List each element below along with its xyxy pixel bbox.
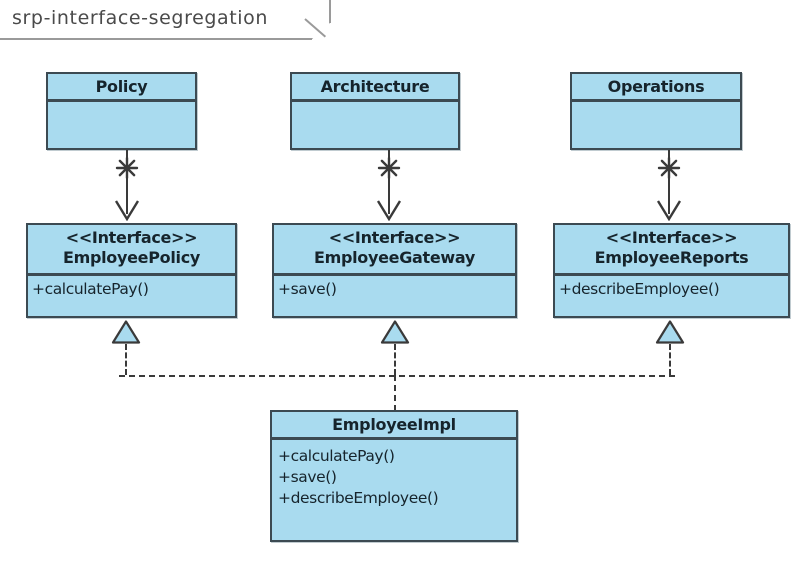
class-title-architecture: Architecture bbox=[292, 74, 458, 102]
method-employee-reports-0: +describeEmployee() bbox=[559, 280, 720, 298]
realization-triangle-employee-reports bbox=[655, 320, 685, 344]
stereotype-employee-reports: <<Interface>> bbox=[605, 228, 738, 247]
class-box-employee-reports[interactable]: <<Interface>> EmployeeReports +describeE… bbox=[553, 223, 790, 318]
method-employee-policy-0: +calculatePay() bbox=[32, 280, 149, 298]
method-employee-impl-0: +calculatePay() bbox=[278, 447, 395, 465]
dependency-line-operations bbox=[668, 150, 670, 214]
class-name-policy: Policy bbox=[95, 77, 148, 96]
realization-stub-employee-reports bbox=[669, 344, 671, 375]
class-name-employee-gateway: EmployeeGateway bbox=[313, 248, 476, 267]
class-box-employee-gateway[interactable]: <<Interface>> EmployeeGateway +save() bbox=[272, 223, 517, 318]
realization-stub-employee-gateway bbox=[394, 344, 396, 375]
realization-triangle-employee-policy bbox=[111, 320, 141, 344]
class-body-operations bbox=[572, 102, 740, 149]
realization-bus-line bbox=[119, 375, 675, 377]
tab-edge-right bbox=[329, 0, 331, 23]
method-employee-impl-2: +describeEmployee() bbox=[278, 489, 439, 507]
class-body-employee-impl: +calculatePay() +save() +describeEmploye… bbox=[272, 440, 516, 540]
method-employee-gateway-0: +save() bbox=[278, 280, 337, 298]
dependency-star-marker-architecture bbox=[376, 155, 402, 181]
class-body-policy bbox=[48, 102, 195, 149]
realization-stub-employee-policy bbox=[125, 344, 127, 375]
realization-triangle-employee-gateway bbox=[380, 320, 410, 344]
dependency-star-marker-policy bbox=[114, 155, 140, 181]
class-title-employee-policy: <<Interface>> EmployeePolicy bbox=[28, 225, 235, 276]
class-name-operations: Operations bbox=[607, 77, 705, 96]
class-box-operations[interactable]: Operations bbox=[570, 72, 742, 150]
tab-edge-bottom bbox=[0, 38, 312, 40]
class-body-employee-policy: +calculatePay() bbox=[28, 276, 235, 316]
class-box-employee-impl[interactable]: EmployeeImpl +calculatePay() +save() +de… bbox=[270, 410, 518, 542]
class-name-employee-policy: EmployeePolicy bbox=[62, 248, 201, 267]
class-name-employee-impl: EmployeeImpl bbox=[332, 415, 456, 434]
class-body-employee-gateway: +save() bbox=[274, 276, 515, 316]
class-title-employee-gateway: <<Interface>> EmployeeGateway bbox=[274, 225, 515, 276]
class-body-employee-reports: +describeEmployee() bbox=[555, 276, 788, 316]
dependency-star-marker-operations bbox=[656, 155, 682, 181]
stereotype-employee-policy: <<Interface>> bbox=[65, 228, 198, 247]
class-name-employee-reports: EmployeeReports bbox=[594, 248, 749, 267]
stereotype-employee-gateway: <<Interface>> bbox=[328, 228, 461, 247]
class-title-employee-reports: <<Interface>> EmployeeReports bbox=[555, 225, 788, 276]
class-title-operations: Operations bbox=[572, 74, 740, 102]
dependency-line-architecture bbox=[388, 150, 390, 214]
class-title-policy: Policy bbox=[48, 74, 195, 102]
realization-drop-employee-impl bbox=[394, 375, 396, 411]
class-title-employee-impl: EmployeeImpl bbox=[272, 412, 516, 440]
class-body-architecture bbox=[292, 102, 458, 149]
class-box-architecture[interactable]: Architecture bbox=[290, 72, 460, 150]
dependency-line-policy bbox=[126, 150, 128, 214]
class-box-employee-policy[interactable]: <<Interface>> EmployeePolicy +calculateP… bbox=[26, 223, 237, 318]
method-employee-impl-1: +save() bbox=[278, 468, 337, 486]
class-name-architecture: Architecture bbox=[320, 77, 430, 96]
diagram-title: srp-interface-segregation bbox=[12, 7, 269, 29]
class-box-policy[interactable]: Policy bbox=[46, 72, 197, 150]
